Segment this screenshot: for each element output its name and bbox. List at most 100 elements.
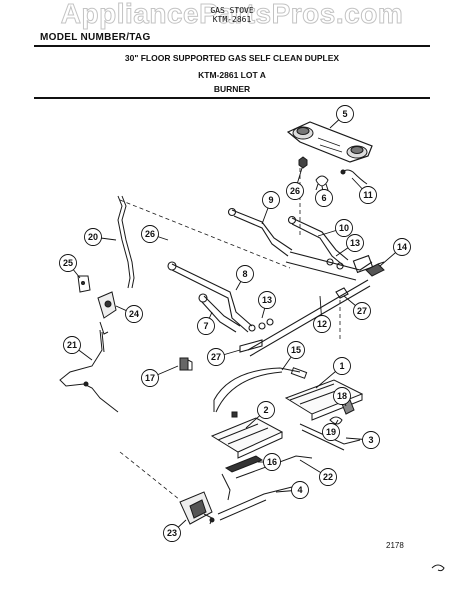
callout-number: 26 [290, 186, 300, 196]
callout-circle [163, 524, 181, 542]
callout-circle [84, 228, 102, 246]
oven-wire-part [235, 455, 313, 479]
callout-number: 15 [291, 345, 301, 355]
callout-number: 26 [145, 229, 155, 239]
callout-number: 5 [342, 109, 347, 119]
callout-20: 20 [84, 228, 117, 246]
callout-number: 13 [262, 295, 272, 305]
callout-circle [393, 238, 411, 256]
callout-circle [63, 336, 81, 354]
callout-23: 23 [163, 519, 187, 542]
callout-number: 6 [321, 193, 326, 203]
callout-number: 17 [145, 373, 155, 383]
corner-mark [431, 564, 445, 572]
callout-circle [315, 189, 333, 207]
callout-8: 8 [235, 265, 254, 291]
callout-circle [197, 317, 215, 335]
thermocouple-part [59, 329, 119, 413]
callout-number: 24 [129, 309, 139, 319]
ignitor-wire-part [340, 169, 368, 185]
callout-circle [333, 357, 351, 375]
callout-number: 18 [337, 391, 347, 401]
callout-13-b: 13 [258, 291, 276, 319]
callout-number: 11 [363, 190, 373, 200]
callout-15: 15 [281, 341, 305, 371]
callout-2: 2 [245, 401, 275, 429]
burner-tube-part [217, 485, 297, 521]
callout-number: 20 [88, 232, 98, 242]
callout-number: 23 [167, 528, 177, 538]
callout-number: 10 [339, 223, 349, 233]
spark-module-part [179, 357, 193, 371]
callout-number: 2 [263, 405, 268, 415]
callout-16: 16 [258, 453, 281, 471]
top-burner-assembly-part [286, 121, 373, 163]
callout-18: 18 [333, 387, 351, 407]
broil-burner-part [210, 411, 284, 459]
title-line-2: KTM-2861 LOT A [198, 70, 266, 80]
burner-clip-part [315, 175, 329, 191]
header-category: GAS STOVE [210, 6, 254, 15]
callout-circle [313, 315, 331, 333]
oven-burner-tube-part [213, 367, 308, 413]
callout-11: 11 [351, 177, 377, 204]
title-line-1: 30" FLOOR SUPPORTED GAS SELF CLEAN DUPLE… [124, 53, 340, 63]
callout-19: 19 [322, 419, 340, 441]
callout-number: 27 [211, 352, 221, 362]
callout-circle [359, 186, 377, 204]
header-code: KTM-2861 [212, 15, 252, 24]
callout-circle [353, 302, 371, 320]
callout-circle [287, 341, 305, 359]
callout-14: 14 [379, 238, 411, 267]
callout-26: 26 [286, 167, 304, 200]
callout-26-b: 26 [141, 225, 169, 243]
callout-number: 25 [63, 258, 73, 268]
callout-number: 12 [317, 319, 327, 329]
callout-circle [362, 431, 380, 449]
callout-circle [236, 265, 254, 283]
callout-circle [262, 191, 280, 209]
callout-9: 9 [261, 191, 280, 225]
callout-number: 22 [323, 472, 333, 482]
callout-circle [141, 225, 159, 243]
callout-circle [125, 305, 143, 323]
callout-7: 7 [197, 311, 215, 335]
callout-27-b: 27 [207, 348, 241, 366]
callout-17: 17 [141, 365, 179, 387]
callout-13: 13 [335, 234, 364, 257]
callout-circle [59, 254, 77, 272]
callout-number: 9 [268, 195, 273, 205]
callout-circle [258, 291, 276, 309]
callout-27: 27 [343, 295, 371, 320]
callout-10: 10 [317, 219, 353, 237]
callout-number: 13 [350, 238, 360, 248]
callout-number: 1 [339, 361, 344, 371]
callout-circle [207, 348, 225, 366]
callout-circle [263, 453, 281, 471]
callout-22: 22 [299, 459, 337, 486]
callout-number: 21 [67, 340, 77, 350]
callout-circle [319, 468, 337, 486]
callout-6: 6 [315, 185, 333, 207]
title-line-3: BURNER [213, 84, 251, 94]
burner-bracket-part [299, 423, 361, 451]
callout-circle [286, 182, 304, 200]
orifice-spud-part [298, 156, 308, 169]
callout-4: 4 [275, 481, 309, 499]
callout-number: 3 [368, 435, 373, 445]
callout-circle [322, 423, 340, 441]
dashed-leader-lines [119, 168, 341, 501]
callout-number: 7 [203, 321, 208, 331]
callout-circle [333, 387, 351, 405]
gas-valve-part [365, 261, 385, 277]
callout-24: 24 [115, 305, 143, 323]
callout-circle [291, 481, 309, 499]
callout-3: 3 [345, 431, 380, 449]
callout-number: 8 [242, 269, 247, 279]
callout-number: 4 [297, 485, 302, 495]
callout-circle [336, 105, 354, 123]
mount-bracket-part [77, 275, 91, 293]
callout-circle [346, 234, 364, 252]
callout-number: 19 [326, 427, 336, 437]
